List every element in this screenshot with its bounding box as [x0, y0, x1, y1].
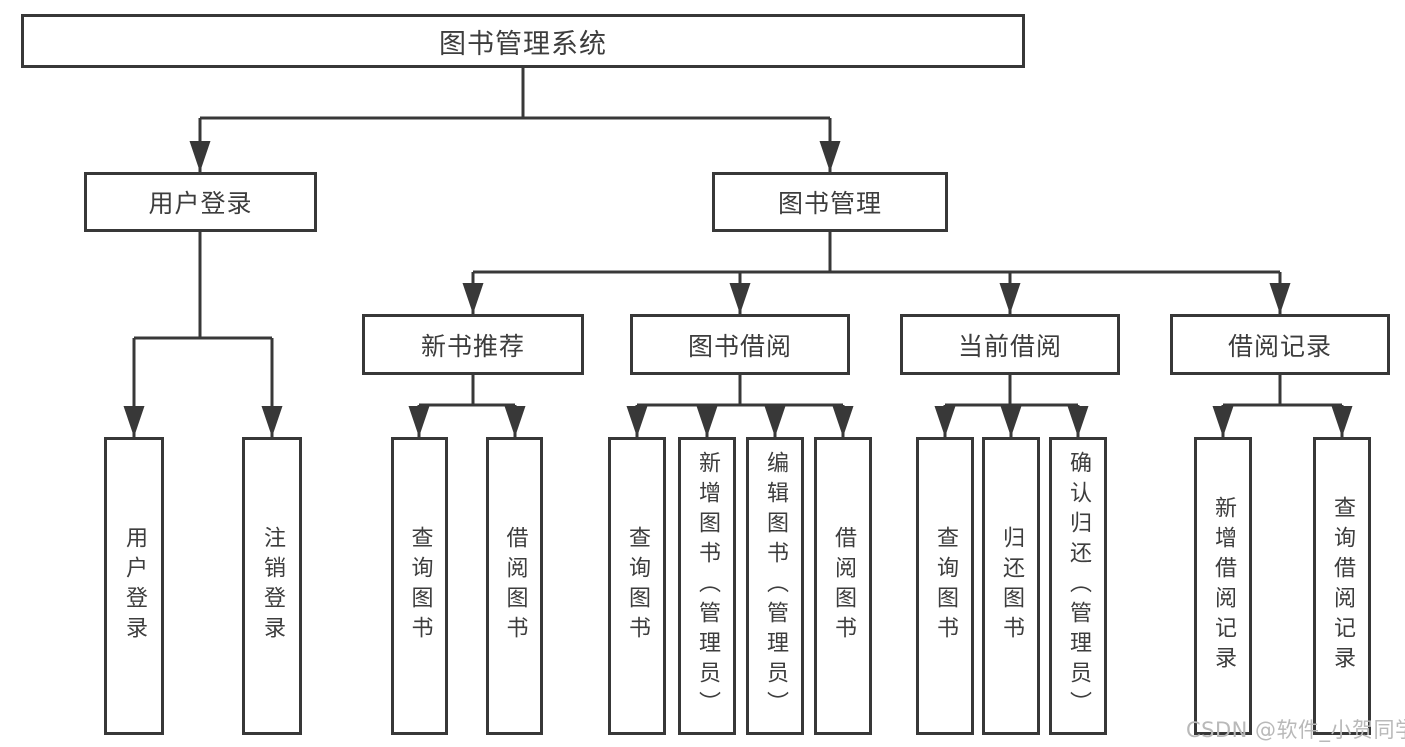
connector-lines — [132, 68, 1344, 437]
leaf-user-login: 用户登录 — [104, 437, 164, 735]
node-book-borrowing: 图书借阅 — [630, 314, 850, 375]
leaf-label: 查询图书 — [407, 526, 433, 646]
arrowhead-icon — [1000, 406, 1022, 437]
leaf-label: 借阅图书 — [831, 526, 856, 646]
leaf-label: 借阅图书 — [502, 526, 528, 646]
leaf-add-books-admin: 新增图书（管理员） — [678, 437, 736, 735]
arrowhead-icon — [934, 406, 956, 437]
arrowhead-icon — [261, 406, 283, 437]
leaf-label: 查询借阅记录 — [1330, 496, 1355, 676]
leaf-label: 新增图书（管理员） — [695, 451, 720, 721]
arrowhead-icon — [408, 406, 430, 437]
leaf-confirm-return-admin: 确认归还（管理员） — [1049, 437, 1107, 735]
arrowhead-icon — [764, 406, 786, 437]
arrowhead-icon — [1212, 406, 1234, 437]
leaf-borrow-books: 借阅图书 — [814, 437, 872, 735]
leaf-add-borrow-record: 新增借阅记录 — [1194, 437, 1252, 735]
leaf-label: 新增借阅记录 — [1211, 496, 1236, 676]
leaf-query-books-borrowing: 查询图书 — [608, 437, 666, 735]
arrowhead-icon — [626, 406, 648, 437]
leaf-query-books-current: 查询图书 — [916, 437, 974, 735]
arrowhead-icon — [1269, 283, 1291, 314]
leaf-label: 查询图书 — [625, 526, 650, 646]
node-borrowing-records: 借阅记录 — [1170, 314, 1390, 375]
leaf-label: 用户登录 — [122, 526, 147, 646]
arrowhead-icon — [999, 283, 1021, 314]
arrowhead-icon — [819, 141, 841, 172]
leaf-label: 查询图书 — [933, 526, 958, 646]
leaf-query-borrow-record: 查询借阅记录 — [1313, 437, 1371, 735]
arrowhead-icon — [696, 406, 718, 437]
arrowhead-icon — [123, 406, 145, 437]
leaf-return-books: 归还图书 — [982, 437, 1040, 735]
arrowheads-layer — [123, 141, 1353, 437]
leaf-borrow-books-recommend: 借阅图书 — [486, 437, 543, 735]
node-user-login: 用户登录 — [84, 172, 317, 232]
leaf-label: 注销登录 — [260, 526, 285, 646]
arrowhead-icon — [832, 406, 854, 437]
node-current-borrowing: 当前借阅 — [900, 314, 1120, 375]
arrowhead-icon — [462, 283, 484, 314]
leaf-edit-books-admin: 编辑图书（管理员） — [746, 437, 804, 735]
arrowhead-icon — [504, 406, 526, 437]
leaf-label: 归还图书 — [999, 526, 1024, 646]
leaf-logout: 注销登录 — [242, 437, 302, 735]
arrowhead-icon — [1331, 406, 1353, 437]
arrowhead-icon — [1067, 406, 1089, 437]
node-new-book-recommend: 新书推荐 — [362, 314, 584, 375]
arrowhead-icon — [729, 283, 751, 314]
node-book-management: 图书管理 — [712, 172, 948, 232]
leaf-label: 编辑图书（管理员） — [763, 451, 788, 721]
leaf-label: 确认归还（管理员） — [1066, 451, 1091, 721]
leaf-query-books-recommend: 查询图书 — [391, 437, 448, 735]
node-library-management-system: 图书管理系统 — [21, 14, 1025, 68]
arrowhead-icon — [189, 141, 211, 172]
watermark: CSDN @软件_小贺同学 — [1186, 718, 1405, 742]
